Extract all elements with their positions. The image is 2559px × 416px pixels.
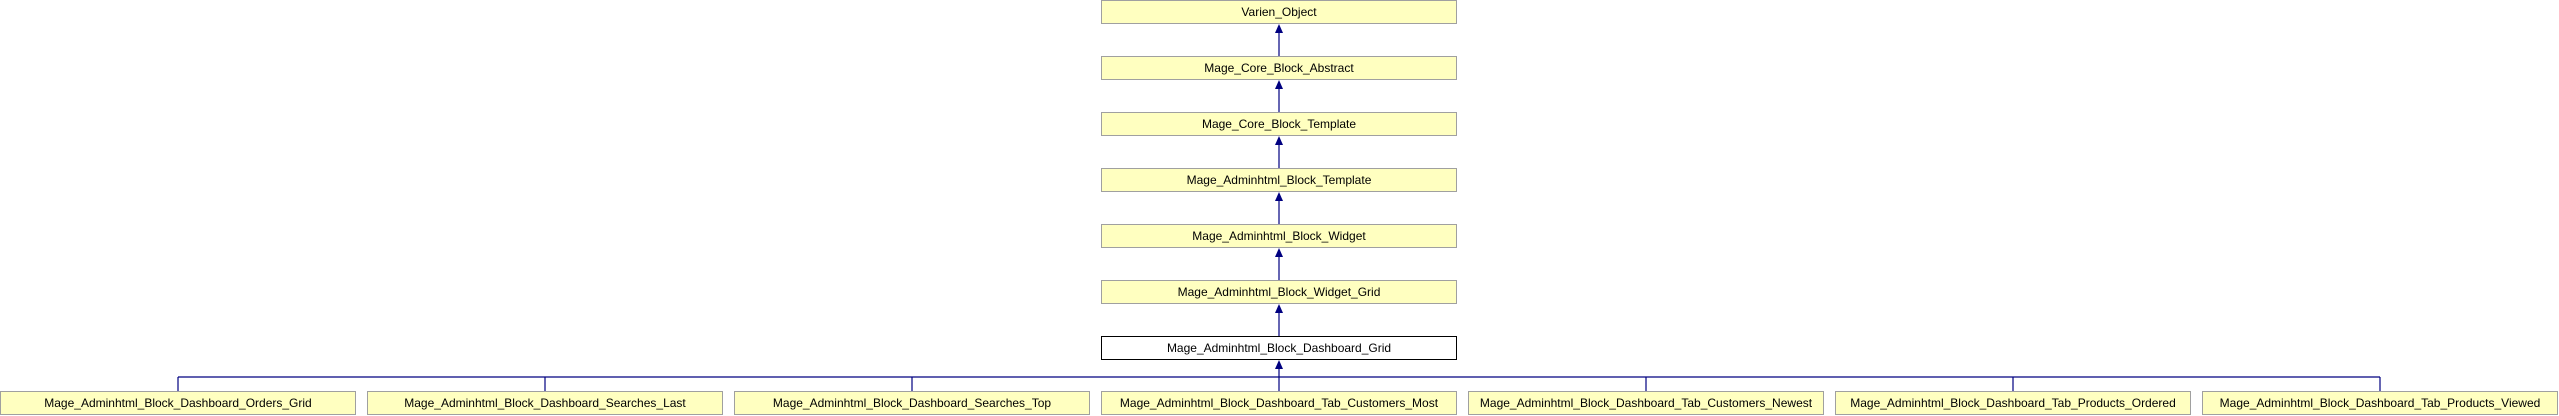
inheritance-arrowhead [1275,136,1283,145]
inheritance-arrowhead [1275,24,1283,33]
class-label: Mage_Adminhtml_Block_Dashboard_Searches_… [404,396,686,410]
class-node-current-dashboard-grid: Mage_Adminhtml_Block_Dashboard_Grid [1101,336,1457,360]
class-node-dashboard-searches-last[interactable]: Mage_Adminhtml_Block_Dashboard_Searches_… [367,391,723,415]
class-node-mage-adminhtml-block-template[interactable]: Mage_Adminhtml_Block_Template [1101,168,1457,192]
class-node-dashboard-tab-customers-newest[interactable]: Mage_Adminhtml_Block_Dashboard_Tab_Custo… [1468,391,1824,415]
class-node-dashboard-orders-grid[interactable]: Mage_Adminhtml_Block_Dashboard_Orders_Gr… [0,391,356,415]
class-node-dashboard-tab-products-viewed[interactable]: Mage_Adminhtml_Block_Dashboard_Tab_Produ… [2202,391,2558,415]
class-label: Mage_Core_Block_Abstract [1204,61,1354,75]
class-node-dashboard-tab-products-ordered[interactable]: Mage_Adminhtml_Block_Dashboard_Tab_Produ… [1835,391,2191,415]
inheritance-arrowhead [1275,304,1283,313]
class-label: Mage_Adminhtml_Block_Template [1186,173,1372,187]
class-node-varien-object[interactable]: Varien_Object [1101,0,1457,24]
class-label: Mage_Core_Block_Template [1201,117,1357,131]
class-label: Mage_Adminhtml_Block_Dashboard_Orders_Gr… [44,396,312,410]
class-label: Mage_Adminhtml_Block_Dashboard_Tab_Produ… [2219,396,2541,410]
class-node-mage-adminhtml-block-widget-grid[interactable]: Mage_Adminhtml_Block_Widget_Grid [1101,280,1457,304]
class-node-mage-adminhtml-block-widget[interactable]: Mage_Adminhtml_Block_Widget [1101,224,1457,248]
class-label: Mage_Adminhtml_Block_Dashboard_Tab_Produ… [1850,396,2176,410]
class-label: Mage_Adminhtml_Block_Dashboard_Searches_… [772,396,1052,410]
class-label: Mage_Adminhtml_Block_Dashboard_Tab_Custo… [1479,396,1813,410]
class-node-dashboard-tab-customers-most[interactable]: Mage_Adminhtml_Block_Dashboard_Tab_Custo… [1101,391,1457,415]
inheritance-arrowhead [1275,248,1283,257]
inheritance-arrowhead [1275,360,1283,369]
class-node-mage-core-block-abstract[interactable]: Mage_Core_Block_Abstract [1101,56,1457,80]
inheritance-arrowhead [1275,80,1283,89]
class-node-dashboard-searches-top[interactable]: Mage_Adminhtml_Block_Dashboard_Searches_… [734,391,1090,415]
class-label: Mage_Adminhtml_Block_Widget [1192,229,1366,243]
class-label: Mage_Adminhtml_Block_Dashboard_Tab_Custo… [1119,396,1439,410]
class-label: Varien_Object [1241,5,1317,19]
inheritance-arrowhead [1275,192,1283,201]
class-label: Mage_Adminhtml_Block_Widget_Grid [1177,285,1381,299]
class-label: Mage_Adminhtml_Block_Dashboard_Grid [1166,341,1392,355]
class-node-mage-core-block-template[interactable]: Mage_Core_Block_Template [1101,112,1457,136]
